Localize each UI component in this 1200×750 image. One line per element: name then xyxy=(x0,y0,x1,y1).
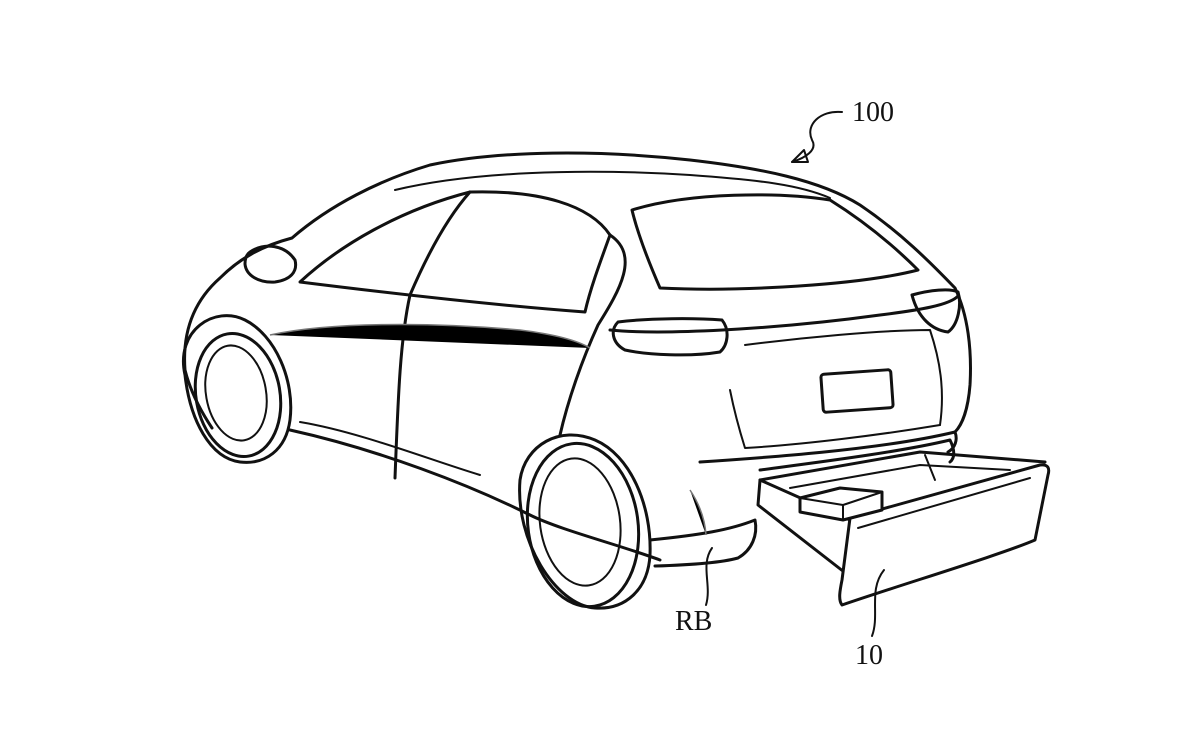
arrow-head-icon xyxy=(791,149,809,163)
label-rear-bumper: RB xyxy=(675,606,712,637)
leader-lines xyxy=(705,110,885,637)
front-wheel xyxy=(182,314,293,464)
rb-leader-line xyxy=(705,547,713,606)
storage-drawer xyxy=(756,438,1051,607)
vehicle-leader-arrow xyxy=(791,110,843,163)
rear-wheel xyxy=(518,433,652,610)
label-vehicle: 100 xyxy=(852,97,894,128)
label-storage-drawer: 10 xyxy=(855,640,883,671)
drawer-leader-line xyxy=(871,569,885,637)
vehicle-body xyxy=(183,151,972,568)
